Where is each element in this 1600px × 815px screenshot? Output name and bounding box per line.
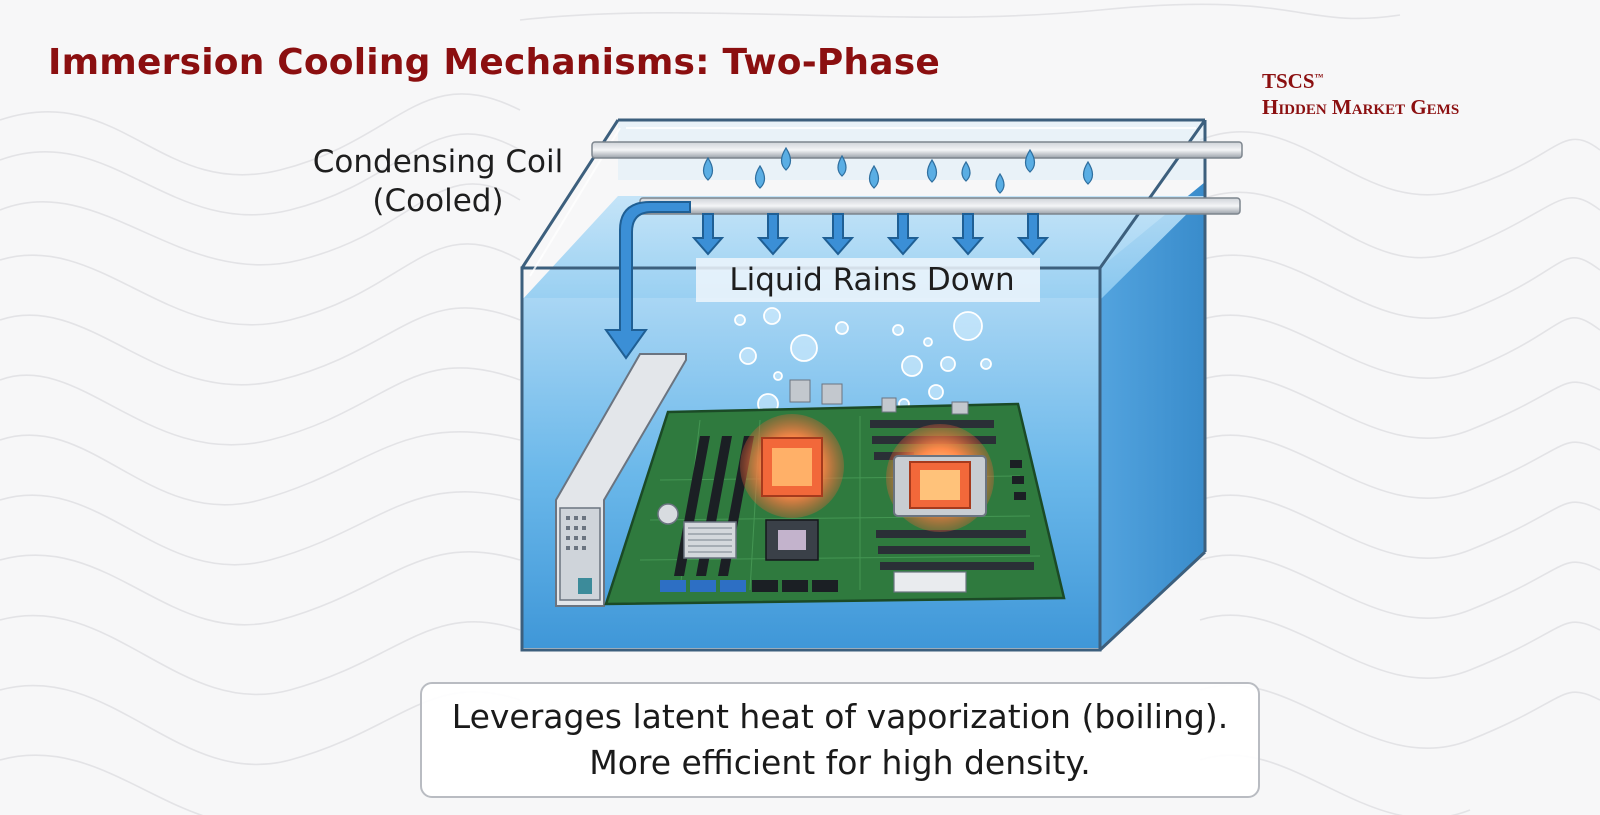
motherboard	[604, 379, 1066, 606]
caption-box: Leverages latent heat of vaporization (b…	[420, 682, 1260, 798]
condensing-coil-label: Condensing Coil (Cooled)	[313, 144, 563, 219]
liquid-return-arrow	[604, 201, 691, 360]
condensing-coil-label-line2: (Cooled)	[372, 183, 503, 219]
page-title: Immersion Cooling Mechanisms: Two-Phase	[48, 42, 940, 83]
rain-down-arrows	[691, 213, 1050, 256]
condensing-coil-label-line1: Condensing Coil	[313, 144, 563, 180]
brand-tagline: Hidden Market Gems	[1262, 95, 1460, 119]
condensing-coil	[591, 141, 1243, 215]
rain-label-backdrop	[696, 258, 1040, 302]
caption-line-2: More efficient for high density.	[589, 743, 1091, 782]
liquid-rains-down-label: Liquid Rains Down	[729, 262, 1014, 298]
expansion-card	[555, 353, 687, 607]
brand-name: TSCS™	[1262, 69, 1324, 93]
brand-logo: TSCS™ Hidden Market Gems	[1262, 64, 1459, 120]
condensate-droplets	[702, 146, 1094, 194]
caption-line-1: Leverages latent heat of vaporization (b…	[451, 697, 1229, 736]
